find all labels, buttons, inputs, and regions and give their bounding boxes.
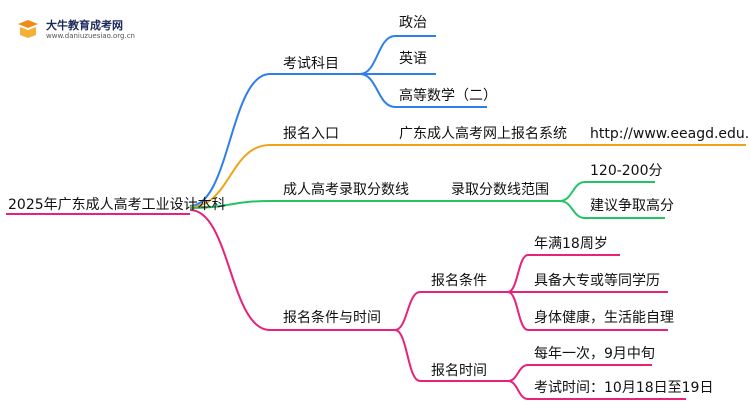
subject-politics: 政治 — [399, 15, 427, 31]
score-range: 120-200分 — [590, 163, 663, 179]
link-req-health — [507, 291, 529, 331]
link-time-exam — [507, 380, 529, 400]
branch-subjects: 考试科目 — [283, 56, 339, 72]
req-age: 年满18周岁 — [534, 236, 608, 252]
branch-entry: 报名入口 — [283, 126, 339, 142]
time-label: 报名时间 — [431, 363, 487, 379]
link-time-reg — [507, 364, 529, 382]
logo-url: www.daniuzuesiao.org.cn — [46, 32, 135, 40]
logo: 大牛教育成考网 www.daniuzuesiao.org.cn — [16, 16, 156, 46]
link-req — [394, 291, 421, 331]
entry-system: 广东成人高考网上报名系统 — [399, 126, 567, 142]
branch-conditions: 报名条件与时间 — [283, 310, 381, 326]
req-education: 具备大专或等同学历 — [534, 273, 660, 289]
entry-url[interactable]: http://www.eeagd.edu.cn/cr — [590, 126, 750, 142]
link-entry — [189, 144, 271, 208]
branch-score: 成人高考录取分数线 — [283, 182, 409, 198]
link-time — [394, 329, 421, 382]
link-score-range — [559, 181, 586, 202]
req-label: 报名条件 — [431, 273, 487, 289]
link-conditions — [189, 209, 271, 331]
subject-math: 高等数学（二） — [399, 88, 497, 104]
link-subjects — [189, 73, 271, 207]
req-health: 身体健康，生活能自理 — [534, 310, 674, 326]
root-topic: 2025年广东成人高考工业设计本科 — [8, 197, 226, 213]
time-exam: 考试时间：10月18日至19日 — [534, 380, 714, 396]
book-icon — [18, 20, 38, 38]
link-score-advice — [559, 200, 586, 219]
logo-name: 大牛教育成考网 — [46, 19, 123, 32]
score-range-label: 录取分数线范围 — [451, 182, 549, 198]
link-math — [359, 73, 396, 108]
score-advice: 建议争取高分 — [590, 198, 674, 214]
link-politics — [359, 35, 396, 75]
link-score — [189, 200, 271, 209]
time-registration: 每年一次，9月中旬 — [534, 346, 655, 362]
link-req-age — [507, 254, 529, 293]
subject-english: 英语 — [399, 51, 427, 67]
